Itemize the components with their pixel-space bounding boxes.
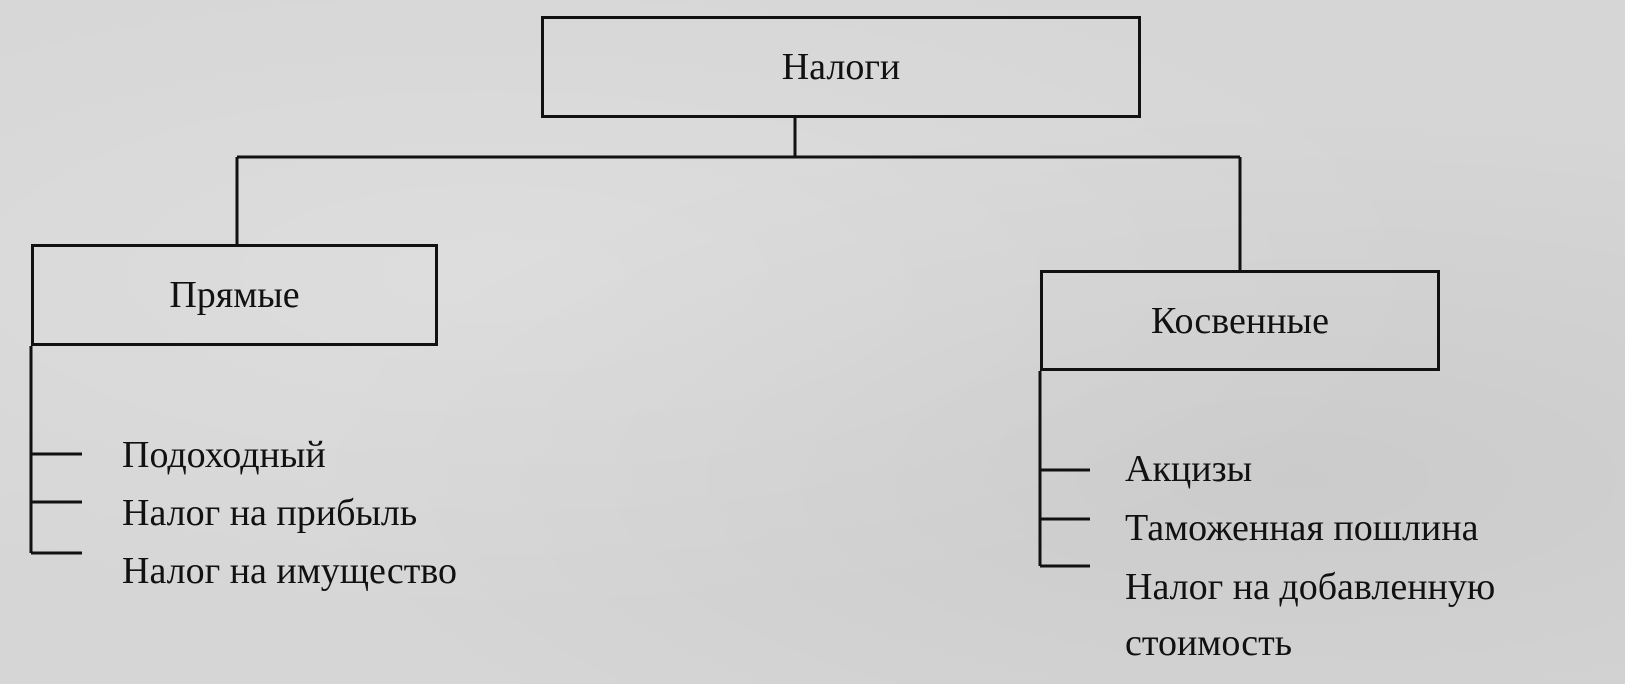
direct-tax-item: Подоходный [122,434,326,476]
direct-tax-item: Налог на прибыль [122,492,418,534]
indirect-tax-item: Таможенная пошлина [1125,507,1479,549]
branch-node-direct: Прямые [31,244,438,346]
root-node: Налоги [541,16,1141,118]
branch-node-indirect-label: Косвенные [1151,299,1329,342]
indirect-tax-item-continuation: стоимость [1125,622,1293,664]
branch-node-indirect: Косвенные [1040,270,1440,371]
branch-node-direct-label: Прямые [169,274,300,316]
indirect-tax-item: Налог на добавленную [1125,566,1496,608]
indirect-tax-item: Акцизы [1125,448,1253,490]
root-node-label: Налоги [781,46,901,88]
direct-tax-item: Налог на имущество [122,550,458,592]
